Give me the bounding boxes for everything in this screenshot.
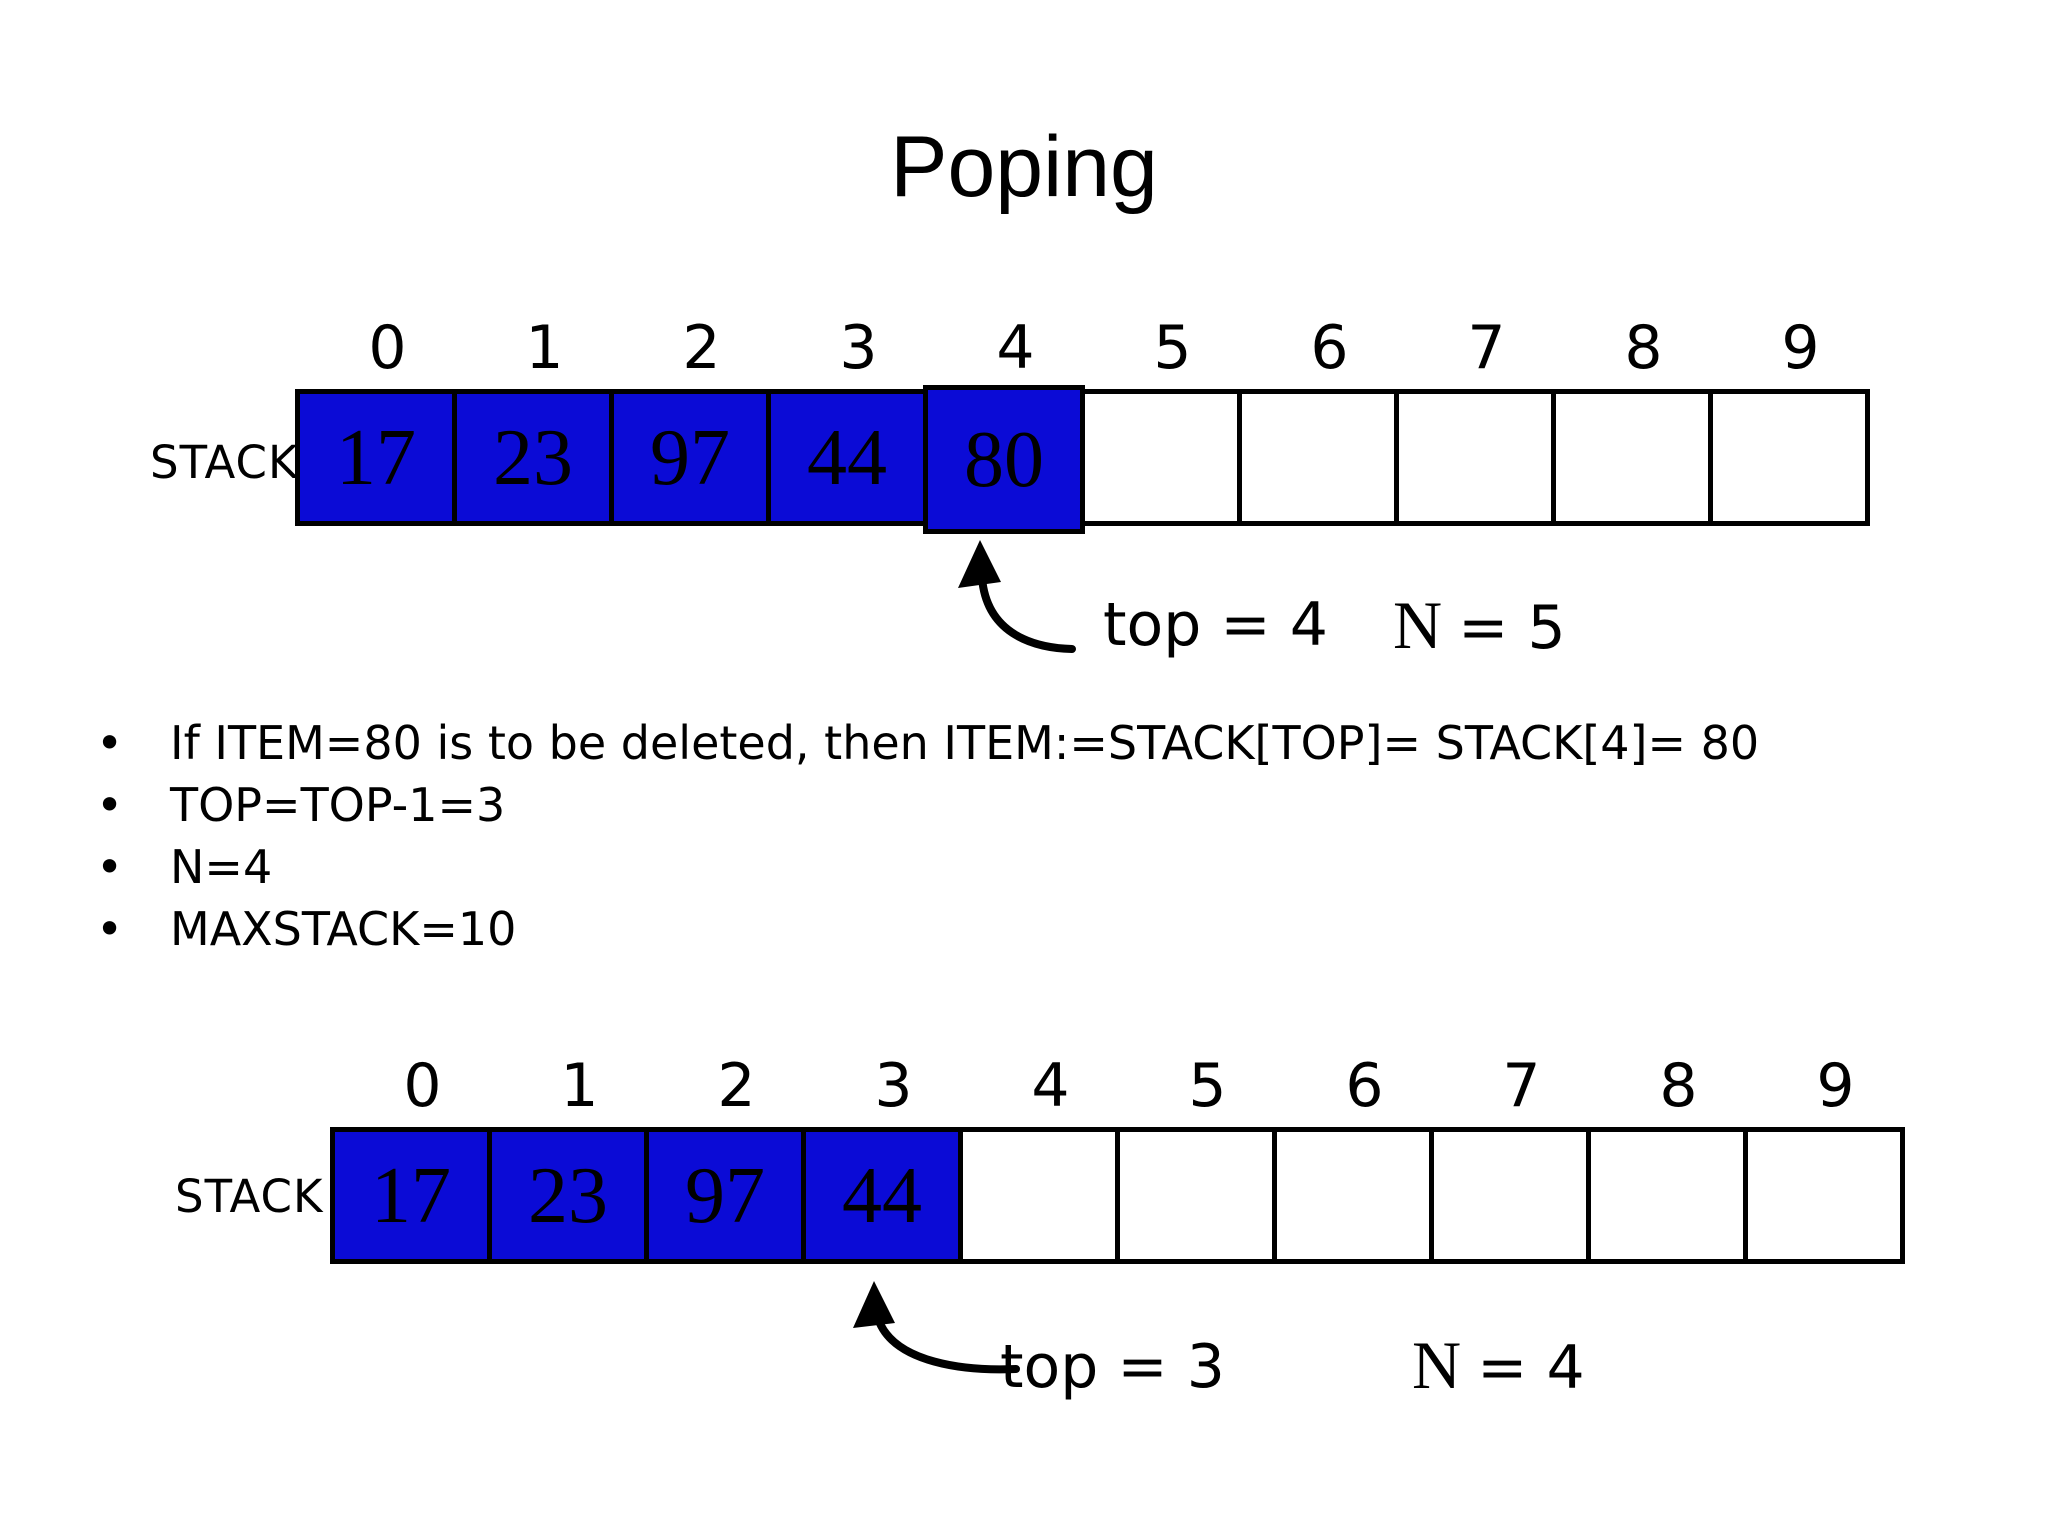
stack-cell: [1277, 1132, 1434, 1259]
pointer-arrow-shaft: [978, 574, 1076, 653]
stack-cell-value: 44: [842, 1151, 922, 1240]
index-label: 7: [1467, 313, 1506, 383]
top-pointer-label: top = 4: [1103, 590, 1328, 660]
index-label: 9: [1816, 1051, 1855, 1121]
index-label: 5: [1153, 313, 1192, 383]
n-count-label: N = 5: [1393, 587, 1566, 663]
bullet-item: • N=4: [96, 836, 2008, 898]
index-label: 1: [525, 313, 564, 383]
index-label: 2: [682, 313, 721, 383]
stack-cell-value: 23: [493, 413, 573, 502]
bullet-icon: •: [96, 902, 124, 956]
stack-cell: [1085, 394, 1242, 521]
bullet-icon: •: [96, 716, 124, 770]
index-label: 8: [1659, 1051, 1698, 1121]
index-label: 3: [839, 313, 878, 383]
bullet-text: MAXSTACK=10: [170, 902, 517, 956]
stack-cell: 17: [300, 394, 457, 521]
stack-cell: 23: [457, 394, 614, 521]
index-label: 2: [717, 1051, 756, 1121]
stack-label-after: STACK: [175, 1170, 324, 1223]
index-label: 6: [1345, 1051, 1384, 1121]
bullet-item: • If ITEM=80 is to be deleted, then ITEM:…: [96, 712, 2008, 774]
index-label: 4: [1031, 1051, 1070, 1121]
stack-cell-value: 17: [336, 413, 416, 502]
top-cell-highlight: 80: [923, 385, 1085, 534]
stack-cell-value: 97: [650, 413, 730, 502]
stack-cell: [1399, 394, 1556, 521]
slide-title: Poping: [890, 119, 1158, 215]
index-label: 1: [560, 1051, 599, 1121]
n-value: = 4: [1477, 1333, 1585, 1403]
bullet-text: N=4: [170, 840, 273, 894]
bullet-icon: •: [96, 778, 124, 832]
bullet-text: If ITEM=80 is to be deleted, then ITEM:=…: [170, 716, 1760, 770]
stack-cell-value: 17: [371, 1151, 451, 1240]
stack-cell: [1591, 1132, 1748, 1259]
stack-cell: [1556, 394, 1713, 521]
n-symbol: N: [1412, 1327, 1462, 1403]
index-label: 4: [996, 313, 1035, 383]
pointer-arrow: [958, 540, 1076, 653]
bullet-item: • TOP=TOP-1=3: [96, 774, 2008, 836]
stack-cell: 97: [614, 394, 771, 521]
stack-cell: [1434, 1132, 1591, 1259]
stack-cell-value: 80: [964, 415, 1044, 504]
stack-cell: [1120, 1132, 1277, 1259]
stack-cell: [963, 1132, 1120, 1259]
index-label: 0: [368, 313, 407, 383]
stack-cell: [1748, 1132, 1900, 1259]
top-pointer-label: top = 3: [1000, 1332, 1225, 1402]
stack-cell: [1242, 394, 1399, 521]
index-row-before: 0 1 2 3 4 5 6 7 8 9: [309, 318, 1879, 378]
index-label: 8: [1624, 313, 1663, 383]
stack-cell-value: 97: [685, 1151, 765, 1240]
stack-cells-after: 17 23 97 44: [330, 1127, 1905, 1264]
index-label: 6: [1310, 313, 1349, 383]
index-label: 0: [403, 1051, 442, 1121]
stack-cell: 23: [492, 1132, 649, 1259]
index-label: 3: [874, 1051, 913, 1121]
stack-label-before: STACK: [150, 436, 299, 489]
stack-cell-value: 44: [807, 413, 887, 502]
n-value: = 5: [1458, 593, 1566, 663]
index-label: 5: [1188, 1051, 1227, 1121]
stack-cell-value: 23: [528, 1151, 608, 1240]
stack-cell: 44: [806, 1132, 963, 1259]
bullet-list: • If ITEM=80 is to be deleted, then ITEM:…: [96, 712, 2008, 960]
n-symbol: N: [1393, 587, 1443, 663]
bullet-icon: •: [96, 840, 124, 894]
pointer-arrow-head: [853, 1281, 895, 1328]
stack-cell: [1713, 394, 1865, 521]
bullet-item: • MAXSTACK=10: [96, 898, 2008, 960]
bullet-text: TOP=TOP-1=3: [170, 778, 506, 832]
stack-cell: 97: [649, 1132, 806, 1259]
stack-cell: 17: [335, 1132, 492, 1259]
pointer-arrow-shaft: [873, 1311, 1020, 1374]
pointer-arrow: [853, 1281, 1020, 1374]
index-row-after: 0 1 2 3 4 5 6 7 8 9: [344, 1056, 1914, 1116]
index-label: 9: [1781, 313, 1820, 383]
index-label: 7: [1502, 1051, 1541, 1121]
pointer-arrow-head: [958, 540, 1001, 588]
stack-cell: 44: [771, 394, 928, 521]
n-count-label: N = 4: [1412, 1327, 1585, 1403]
